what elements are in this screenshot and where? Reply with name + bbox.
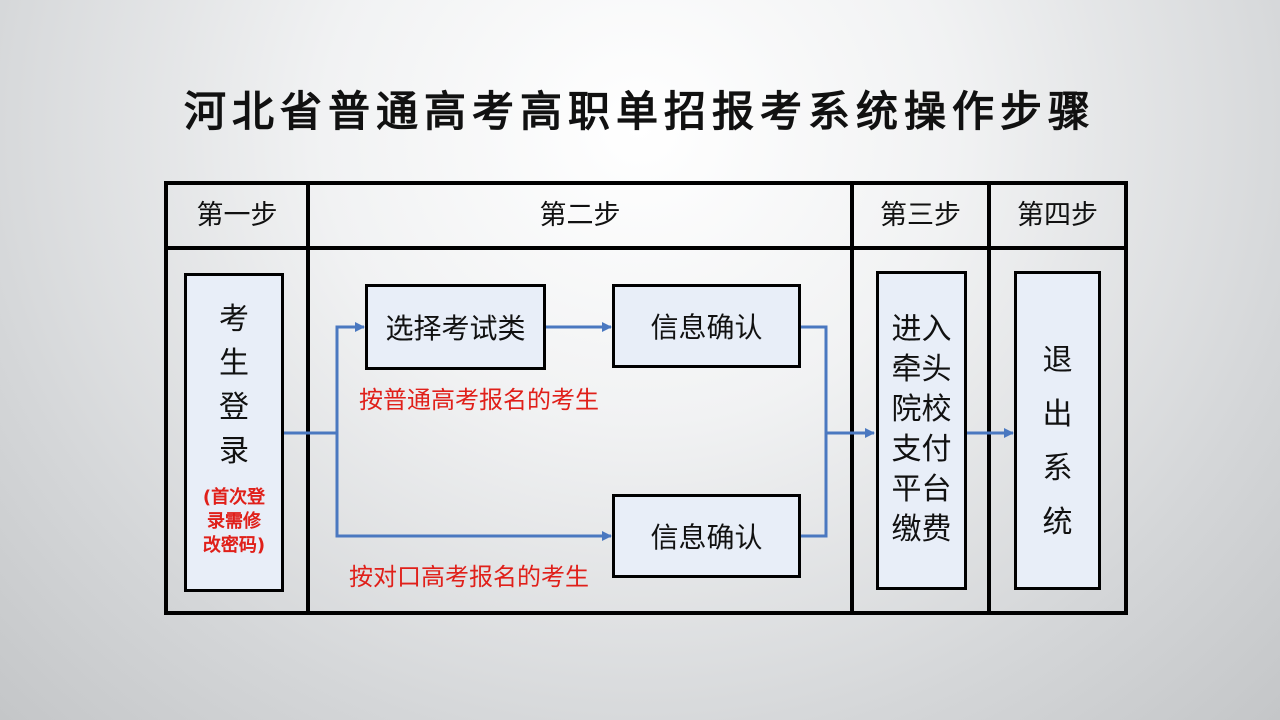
header-step-2: 第二步 [539, 200, 621, 231]
password-change-note: (首次登 录需修 改密码) [202, 487, 266, 556]
exit-system-box: 退 出 系 统 [1014, 271, 1101, 590]
header-step-1: 第一步 [196, 200, 278, 231]
payment-platform-text: 进入 牵头 院校 支付 平台 缴费 [891, 312, 952, 547]
general-exam-label: 按普通高考报名的考生 [359, 386, 599, 414]
arrow-login-to-select [283, 322, 365, 435]
payment-platform-box: 进入 牵头 院校 支付 平台 缴费 [876, 271, 967, 590]
header-step-4: 第四步 [1017, 200, 1098, 231]
exit-system-text: 退 出 系 统 [1042, 343, 1073, 540]
header-divider [164, 246, 1128, 250]
arrow-confirm-bottom-to-payment [800, 428, 875, 538]
vocational-exam-label: 按对口高考报名的考生 [349, 563, 589, 591]
table-border-right [1124, 181, 1128, 615]
column-divider-1 [306, 181, 310, 615]
table-border-left [164, 181, 168, 615]
info-confirm-bottom-box: 信息确认 [612, 494, 801, 578]
arrow-login-to-confirm-bottom [335, 433, 612, 541]
arrow-confirm-top-to-payment [800, 325, 828, 433]
header-step-3: 第三步 [880, 200, 961, 231]
student-login-box: 考 生 登 录 (首次登 录需修 改密码) [184, 273, 284, 592]
info-confirm-top-box: 信息确认 [612, 284, 801, 368]
table-border-bottom [164, 611, 1128, 615]
page-title: 河北省普通高考高职单招报考系统操作步骤 [183, 87, 1096, 136]
table-border-top [164, 181, 1128, 185]
column-divider-2 [850, 181, 854, 615]
select-exam-type-box: 选择考试类 [365, 284, 546, 370]
student-login-text: 考 生 登 录 [219, 302, 249, 469]
column-divider-3 [987, 181, 991, 615]
